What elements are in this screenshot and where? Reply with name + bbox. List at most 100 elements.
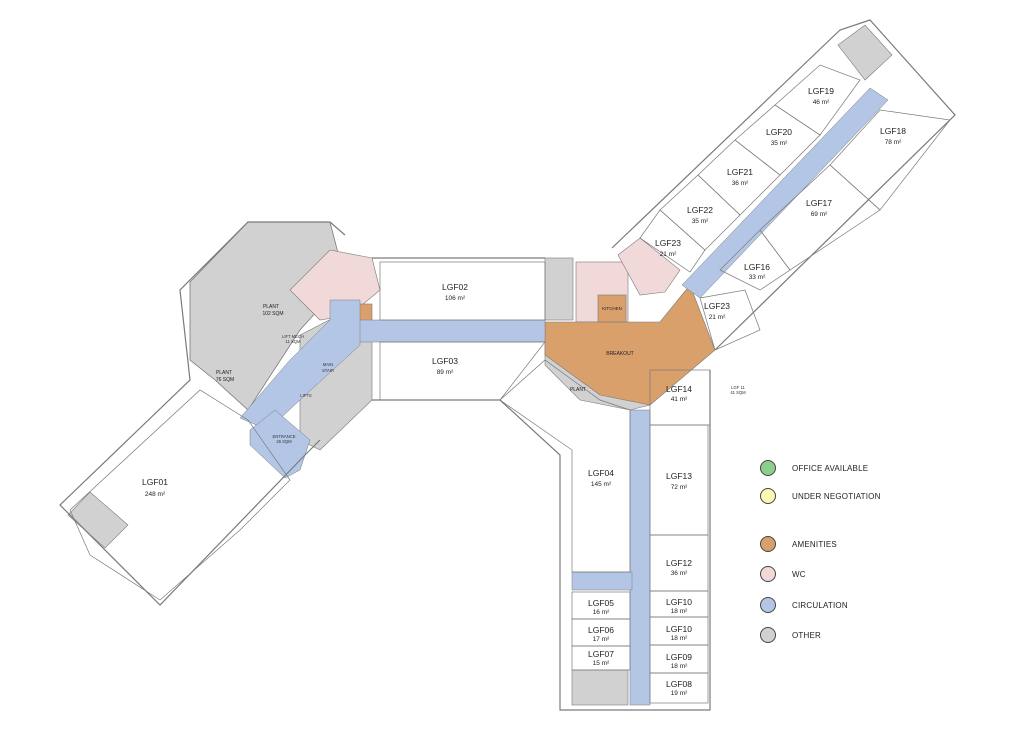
plant-102-area: 102 SQM xyxy=(262,311,283,317)
room-name-lgf10-upper: LGF10 xyxy=(666,597,692,607)
lift-mech-line-1: LIFT MECH xyxy=(282,334,304,339)
circulation-areas xyxy=(239,87,889,706)
room-area-lgf10-upper: 18 m² xyxy=(671,608,688,615)
entrance-line-2: 26 SQM xyxy=(276,439,292,444)
room-labels: LGF01 248 m² LGF02 106 m² LGF03 89 m² LG… xyxy=(142,86,906,697)
stair-core-south-west xyxy=(67,491,129,549)
room-area-lgf18: 78 m² xyxy=(885,139,902,146)
legend-item-amenities: AMENITIES xyxy=(760,534,837,554)
wc-swatch xyxy=(760,566,776,582)
room-area-lgf23-lower: 21 m² xyxy=(709,314,726,321)
room-name-lgf16: LGF16 xyxy=(744,262,770,272)
under-negotiation-swatch xyxy=(760,488,776,504)
lgf-extra-line-2: 41 SQM xyxy=(730,390,746,395)
room-name-lgf03: LGF03 xyxy=(432,356,458,366)
plant-east-label: PLANT xyxy=(570,387,586,393)
stair-core-south xyxy=(571,669,629,706)
plant-76-name: PLANT xyxy=(216,370,232,376)
corridor-south-branch xyxy=(571,571,633,591)
kitchen-area xyxy=(597,294,627,323)
entrance-lobby xyxy=(249,409,311,479)
legend-label: AMENITIES xyxy=(792,539,837,549)
circulation-swatch xyxy=(760,597,776,613)
legend-label: CIRCULATION xyxy=(792,600,848,610)
room-area-lgf10-lower: 18 m² xyxy=(671,635,688,642)
room-outline-lgf01 xyxy=(69,389,291,601)
entrance-line-1: ENTRANCE xyxy=(272,434,295,439)
area-labels: PLANT 102 SQM PLANT 76 SQM PLANT MAIN ST… xyxy=(216,304,746,444)
room-name-lgf23-upper: LGF23 xyxy=(655,238,681,248)
room-outline-lgf04 xyxy=(499,359,631,573)
room-name-lgf01: LGF01 xyxy=(142,477,168,487)
room-name-lgf14: LGF14 xyxy=(666,384,692,394)
legend-label: OFFICE AVAILABLE xyxy=(792,463,869,473)
room-outline-lgf02 xyxy=(379,261,546,321)
wc-north-east xyxy=(617,237,681,296)
room-name-lgf23-lower: LGF23 xyxy=(704,301,730,311)
plant-102-name: PLANT xyxy=(263,304,279,310)
room-area-lgf23-upper: 21 m² xyxy=(660,251,677,258)
room-name-lgf09: LGF09 xyxy=(666,652,692,662)
office-available-swatch xyxy=(760,460,776,476)
room-area-lgf13: 72 m² xyxy=(671,484,688,491)
room-name-lgf02: LGF02 xyxy=(442,282,468,292)
room-area-lgf01: 248 m² xyxy=(145,491,166,498)
room-name-lgf10-lower: LGF10 xyxy=(666,624,692,634)
stair-core-central xyxy=(544,257,574,321)
room-area-lgf19: 46 m² xyxy=(813,99,830,106)
lifts-label: LIFTS xyxy=(300,393,312,398)
room-area-lgf04: 145 m² xyxy=(591,481,612,488)
main-stair-line-1: MAIN xyxy=(323,362,333,367)
room-name-lgf17: LGF17 xyxy=(806,198,832,208)
legend-label: WC xyxy=(792,569,806,579)
room-name-lgf13: LGF13 xyxy=(666,471,692,481)
room-area-lgf20: 35 m² xyxy=(771,140,788,147)
room-area-lgf02: 106 m² xyxy=(445,295,466,302)
room-outline-lgf08 xyxy=(649,672,709,704)
breakout-area xyxy=(544,284,716,406)
main-stair-line-2: STAIR xyxy=(322,368,334,373)
building-outline xyxy=(59,19,956,711)
kitchen-label: KITCHEN xyxy=(602,306,622,311)
outer-wall-central-south xyxy=(372,370,711,711)
legend-item-office-available: OFFICE AVAILABLE xyxy=(760,458,868,478)
room-name-lgf18: LGF18 xyxy=(880,126,906,136)
room-name-lgf12: LGF12 xyxy=(666,558,692,568)
room-area-lgf14: 41 m² xyxy=(671,396,688,403)
room-outline-lgf07 xyxy=(571,645,631,671)
outer-wall-north-east xyxy=(611,19,956,351)
legend-item-circulation: CIRCULATION xyxy=(760,595,848,615)
room-name-lgf06: LGF06 xyxy=(588,625,614,635)
amenity-areas xyxy=(351,284,716,406)
room-name-lgf19: LGF19 xyxy=(808,86,834,96)
lgf-extra-line-1: LGF 11 xyxy=(731,385,745,390)
legend-label: UNDER NEGOTIATION xyxy=(792,491,881,501)
room-area-lgf21: 36 m² xyxy=(732,180,749,187)
corridor-south-spine xyxy=(629,409,651,706)
room-name-lgf07: LGF07 xyxy=(588,649,614,659)
room-outlines xyxy=(69,64,951,704)
room-area-lgf08: 19 m² xyxy=(671,690,688,697)
outer-wall-west xyxy=(59,221,346,606)
room-name-lgf22: LGF22 xyxy=(687,205,713,215)
legend-item-other: OTHER xyxy=(760,625,821,645)
breakout-label: BREAKOUT xyxy=(606,351,634,357)
room-area-lgf09: 18 m² xyxy=(671,663,688,670)
legend-label: OTHER xyxy=(792,630,821,640)
room-name-lgf20: LGF20 xyxy=(766,127,792,137)
corridor-east-west xyxy=(329,319,546,343)
legend-item-wc: WC xyxy=(760,564,806,584)
room-area-lgf05: 16 m² xyxy=(593,609,610,616)
room-area-lgf03: 89 m² xyxy=(437,369,454,376)
amenities-swatch xyxy=(760,536,776,552)
room-area-lgf06: 17 m² xyxy=(593,636,610,643)
corridor-north-east-diagonal xyxy=(681,87,889,299)
room-name-lgf04: LGF04 xyxy=(588,468,614,478)
legend-item-under-negotiation: UNDER NEGOTIATION xyxy=(760,486,881,506)
room-area-lgf22: 35 m² xyxy=(692,218,709,225)
plant-76-area: 76 SQM xyxy=(216,377,234,383)
lift-mech-line-2: 11 SQM xyxy=(285,339,301,344)
room-outline-lgf23a xyxy=(639,209,706,273)
room-area-lgf16: 33 m² xyxy=(749,274,766,281)
